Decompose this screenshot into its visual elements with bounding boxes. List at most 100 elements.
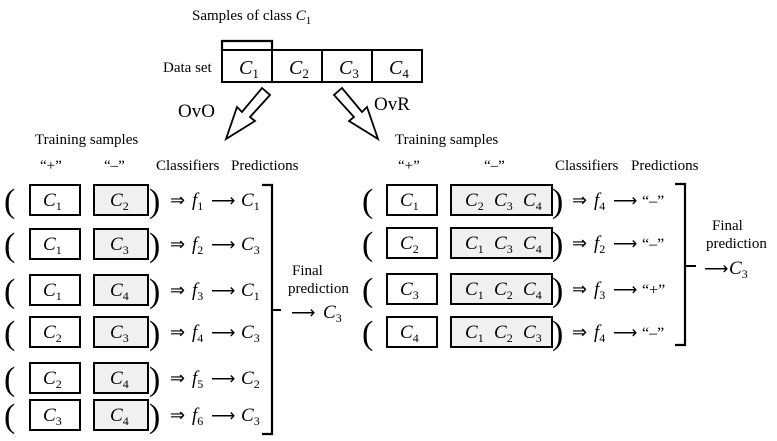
- ovr-negative-class-2-2: C4: [523, 279, 542, 302]
- ovo-positive-box-2: [29, 274, 81, 306]
- ovo-classifiers-header: Classifiers: [156, 158, 219, 174]
- ovo-arrow-5: ⟶: [211, 406, 235, 425]
- ovr-negative-class-2-0: C1: [465, 279, 484, 302]
- ovr-minus-header: “–”: [484, 158, 505, 174]
- ovo-open-paren-1: (: [4, 227, 15, 264]
- ovo-prediction-3: C3: [241, 322, 260, 345]
- dataset-cell-c4: C4: [389, 57, 409, 81]
- ovo-arrow-0: ⟶: [211, 191, 235, 210]
- ovr-arrow-0: ⟶: [613, 191, 637, 210]
- ovr-negative-class-3-1: C2: [494, 322, 513, 345]
- ovo-prediction-0: C1: [241, 190, 260, 213]
- ovr-negative-class-0-1: C3: [494, 190, 513, 213]
- ovo-prediction-2: C1: [241, 280, 260, 303]
- ovr-classifiers-header: Classifiers: [555, 158, 618, 174]
- ovo-arrow-2: ⟶: [211, 281, 235, 300]
- ovr-negative-box-3: [450, 316, 553, 348]
- ovo-negative-box-2: [93, 274, 149, 306]
- ovo-negative-box-1: [93, 228, 149, 260]
- ovo-plus-header: “+”: [40, 158, 62, 174]
- ovr-negative-class-1-1: C3: [494, 233, 513, 256]
- ovo-negative-box-0: [93, 184, 149, 216]
- ovr-implies-0: ⇒: [572, 190, 587, 210]
- ovr-open-paren-2: (: [362, 272, 373, 309]
- ovr-positive-box-1: [386, 227, 438, 259]
- ovo-positive-box-1: [29, 228, 81, 260]
- samples-bracket: [220, 39, 274, 51]
- ovr-positive-class-0: C1: [400, 190, 419, 213]
- ovr-final-line2: prediction: [706, 236, 767, 252]
- ovr-arrow-3: ⟶: [613, 323, 637, 342]
- ovo-final-arrow: ⟶: [291, 303, 315, 322]
- dataset-cells: C1 C2 C3 C4: [221, 49, 423, 83]
- ovo-classifier-0: f1: [192, 190, 203, 213]
- ovo-prediction-1: C3: [241, 234, 260, 257]
- ovo-implies-1: ⇒: [170, 234, 185, 254]
- ovo-positive-class-1: C1: [43, 234, 62, 257]
- ovo-positive-class-5: C3: [43, 405, 62, 428]
- ovr-negative-box-0: [450, 184, 553, 216]
- ovo-implies-2: ⇒: [170, 280, 185, 300]
- ovo-minus-header: “–”: [104, 158, 125, 174]
- ovr-positive-class-2: C3: [400, 279, 419, 302]
- ovo-close-paren-4: ): [149, 361, 160, 398]
- ovo-classifier-5: f6: [192, 405, 203, 428]
- ovo-negative-box-4: [93, 362, 149, 394]
- ovr-plus-header: “+”: [398, 158, 420, 174]
- ovo-final-bracket: [262, 183, 274, 436]
- ovr-negative-class-3-2: C3: [523, 322, 542, 345]
- ovo-prediction-4: C2: [241, 368, 260, 391]
- ovr-prediction-0: “–”: [642, 193, 664, 210]
- ovr-prediction-2: “+”: [642, 282, 665, 299]
- ovo-negative-class-3: C3: [110, 322, 129, 345]
- ovo-arrow-4: ⟶: [211, 369, 235, 388]
- ovo-final-line2: prediction: [288, 281, 349, 297]
- ovr-open-paren-3: (: [362, 315, 373, 352]
- ovo-prediction-5: C3: [241, 405, 260, 428]
- ovo-predictions-header: Predictions: [231, 158, 299, 174]
- ovo-implies-5: ⇒: [170, 405, 185, 425]
- ovo-negative-class-2: C4: [110, 280, 129, 303]
- ovo-positive-class-0: C1: [43, 190, 62, 213]
- ovo-implies-4: ⇒: [170, 368, 185, 388]
- ovo-final-class: C3: [323, 302, 342, 325]
- ovr-negative-class-0-2: C4: [523, 190, 542, 213]
- ovo-close-paren-0: ): [149, 183, 160, 220]
- ovo-arrow: [224, 86, 272, 142]
- ovr-prediction-1: “–”: [642, 236, 664, 253]
- ovr-negative-box-2: [450, 273, 553, 305]
- dataset-cell-c1: C1: [239, 57, 259, 81]
- ovo-classifier-1: f2: [192, 234, 203, 257]
- dataset-cell-c2: C2: [289, 57, 309, 81]
- ovo-positive-box-5: [29, 399, 81, 431]
- ovo-training-samples-header: Training samples: [35, 132, 138, 148]
- dataset-cell-c3: C3: [339, 57, 359, 81]
- ovo-open-paren-3: (: [4, 315, 15, 352]
- ovo-positive-class-2: C1: [43, 280, 62, 303]
- ovr-final-bracket: [675, 182, 687, 347]
- ovo-classifier-2: f3: [192, 280, 203, 303]
- ovo-close-paren-2: ): [149, 273, 160, 310]
- ovo-negative-class-0: C2: [110, 190, 129, 213]
- ovo-label: OvO: [178, 101, 215, 122]
- ovr-predictions-header: Predictions: [631, 158, 699, 174]
- ovr-close-paren-3: ): [552, 315, 563, 352]
- ovr-negative-class-0-0: C2: [465, 190, 484, 213]
- ovr-classifier-0: f4: [594, 190, 605, 213]
- ovr-negative-class-1-0: C1: [465, 233, 484, 256]
- ovr-classifier-2: f3: [594, 279, 605, 302]
- ovo-classifier-3: f4: [192, 322, 203, 345]
- ovr-positive-box-2: [386, 273, 438, 305]
- ovo-negative-class-5: C4: [110, 405, 129, 428]
